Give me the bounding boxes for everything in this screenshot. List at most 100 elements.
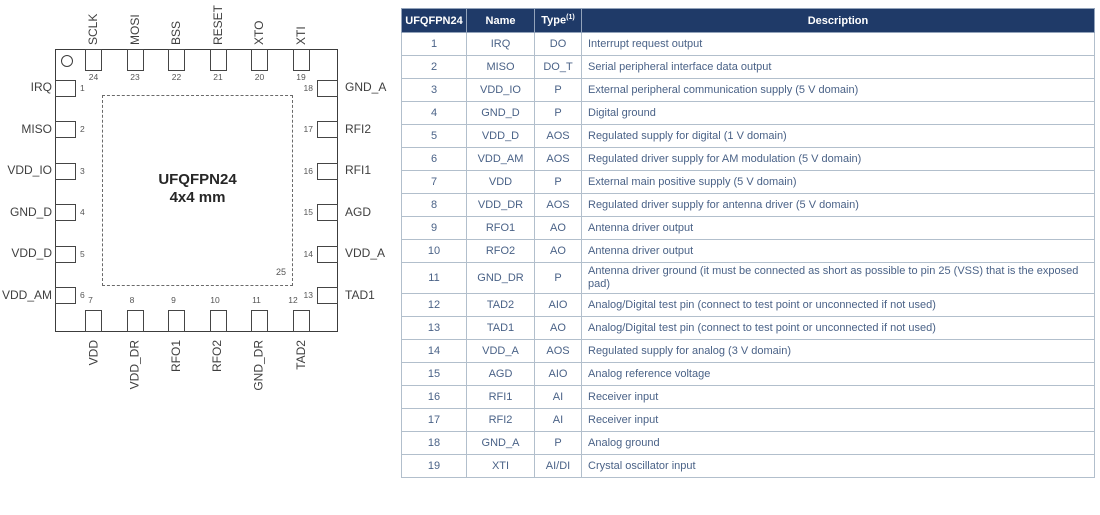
cell-type: P (534, 78, 582, 102)
cell-name: VDD_D (466, 124, 535, 148)
cell-type: P (534, 262, 582, 294)
pin-number: 4 (80, 207, 85, 217)
pin-number: 15 (303, 207, 313, 217)
pin-pad (292, 310, 310, 332)
pin-pad (317, 204, 338, 221)
cell-type: AO (534, 239, 582, 263)
cell-type: AO (534, 216, 582, 240)
cell-pin: 6 (401, 147, 467, 171)
cell-pin: 16 (401, 385, 467, 409)
pin-label: VDD_A (345, 246, 386, 260)
cell-name: TAD2 (466, 293, 535, 317)
pin-number: 10 (210, 295, 220, 305)
cell-description: Regulated driver supply for AM modulatio… (581, 147, 1095, 171)
pin-number: 13 (303, 290, 313, 300)
exposed-pad-number: 25 (275, 267, 286, 277)
cell-pin: 2 (401, 55, 467, 79)
cell-pin: 9 (401, 216, 467, 240)
cell-name: XTI (466, 454, 535, 478)
cell-pin: 14 (401, 339, 467, 363)
cell-type: P (534, 170, 582, 194)
cell-type: AIO (534, 293, 582, 317)
package-size: 4x4 mm (169, 189, 226, 206)
cell-description: Analog reference voltage (581, 362, 1095, 386)
cell-description: Regulated supply for digital (1 V domain… (581, 124, 1095, 148)
pin-pad (85, 49, 102, 71)
cell-type: P (534, 431, 582, 455)
cell-pin: 10 (401, 239, 467, 263)
pin-pad (55, 79, 76, 97)
pin-label: VDD_IO (7, 163, 52, 177)
pin-pad (126, 49, 144, 71)
cell-description: Serial peripheral interface data output (581, 55, 1095, 79)
cell-pin: 15 (401, 362, 467, 386)
cell-name: RFI2 (466, 408, 535, 432)
pin-number: 1 (80, 82, 85, 93)
cell-pin: 18 (401, 431, 467, 455)
col-header-description: Description (581, 8, 1095, 33)
pin-pad (317, 121, 338, 138)
pin-label: GND_DR (252, 340, 266, 391)
pin-number: 22 (171, 72, 182, 82)
cell-description: Analog/Digital test pin (connect to test… (581, 316, 1095, 340)
pin-label: BSS (169, 20, 183, 45)
pin-number: 12 (288, 295, 298, 305)
cell-description: Crystal oscillator input (581, 454, 1095, 478)
cell-pin: 5 (401, 124, 467, 148)
col-header-pin: UFQFPN24 (401, 8, 467, 33)
cell-pin: 12 (401, 293, 467, 317)
pin-number: 8 (129, 295, 135, 305)
table-header-row: UFQFPN24 Name Type(1) Description (401, 8, 1095, 33)
cell-type: AI (534, 385, 582, 409)
pin-number: 17 (303, 124, 313, 134)
pin-label: RFI2 (345, 121, 372, 136)
pin-pad (126, 310, 144, 332)
pin-number: 11 (252, 295, 261, 305)
pin-pad (55, 204, 76, 221)
pin-pad (55, 245, 76, 263)
pin-number: 7 (88, 295, 93, 305)
cell-type: AOS (534, 339, 582, 363)
pin-label: RFI1 (345, 163, 372, 177)
pin-pad (168, 310, 185, 332)
pin-pad (55, 287, 76, 304)
pin-number: 9 (171, 295, 176, 305)
cell-name: VDD_AM (466, 147, 535, 171)
pin-label: TAD2 (293, 340, 308, 370)
cell-description: Regulated driver supply for antenna driv… (581, 193, 1095, 217)
pin-number: 2 (80, 124, 85, 134)
pin-label: SCLK (86, 13, 100, 45)
pin-pad (209, 310, 227, 332)
cell-type: AIO (534, 362, 582, 386)
pin-number: 21 (213, 72, 223, 82)
pin-label: XTO (252, 20, 266, 45)
cell-type: AI/DI (534, 454, 582, 478)
cell-pin: 13 (401, 316, 467, 340)
cell-description: Antenna driver output (581, 216, 1095, 240)
pin-number: 24 (88, 72, 99, 82)
cell-name: VDD_IO (466, 78, 535, 102)
pin-pad (317, 287, 338, 304)
type-footnote-ref: (1) (566, 14, 575, 22)
cell-name: GND_D (466, 101, 535, 125)
col-header-type: Type(1) (534, 8, 582, 33)
pin-label: TAD1 (345, 287, 375, 302)
cell-description: External main positive supply (5 V domai… (581, 170, 1095, 194)
col-header-type-label: Type (541, 14, 567, 27)
cell-name: GND_A (466, 431, 535, 455)
pin-pad (209, 49, 227, 71)
col-header-name: Name (466, 8, 535, 33)
pin-number: 23 (130, 72, 140, 82)
cell-pin: 11 (401, 262, 467, 294)
cell-description: Regulated supply for analog (3 V domain) (581, 339, 1095, 363)
